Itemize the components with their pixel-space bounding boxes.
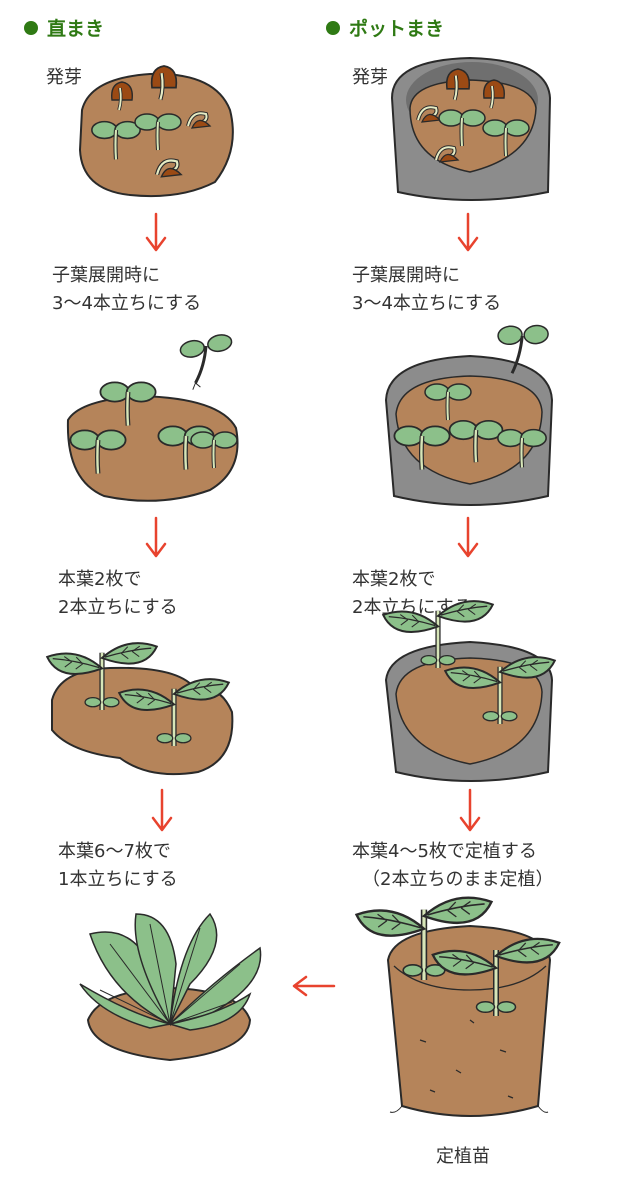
direct-step-4-label: 本葉6〜7枚で 1本立ちにする [58, 838, 178, 894]
pot-cotyledon-illustration [384, 324, 554, 506]
pot-germination-illustration [390, 56, 552, 201]
direct-two-leaf-illustration [47, 637, 234, 776]
direct-step-4-line1: 本葉6〜7枚で [58, 841, 171, 862]
direct-cotyledon-illustration [66, 334, 239, 502]
down-arrow-icon [145, 212, 167, 252]
direct-step-3-line1: 本葉2枚で [58, 569, 142, 590]
down-arrow-icon [145, 516, 167, 558]
pot-step-1-line1: 発芽 [352, 67, 388, 88]
bullet-dot-icon [24, 20, 38, 35]
direct-step-2-label: 子葉展開時に 3〜4本立ちにする [52, 262, 201, 318]
direct-step-1-label: 発芽 [46, 64, 82, 92]
direct-step-2-line1: 子葉展開時に [52, 265, 160, 286]
down-arrow-icon [151, 788, 173, 832]
seedling-caption: 定植苗 [436, 1146, 490, 1167]
down-arrow-icon [457, 516, 479, 558]
pot-step-2-label: 子葉展開時に 3〜4本立ちにする [352, 262, 501, 318]
direct-step-3-line2: 2本立ちにする [58, 597, 178, 618]
pot-two-leaf-illustration [383, 595, 555, 782]
direct-step-2-line2: 3〜4本立ちにする [52, 293, 202, 314]
direct-step-4-line2: 1本立ちにする [58, 869, 178, 890]
pot-transplant-seedling-illustration [356, 890, 559, 1117]
bullet-dot-icon [326, 20, 340, 35]
pot-step-4-label: 本葉4〜5枚で定植する （2本立ちのまま定植） [352, 838, 553, 894]
pot-step-3-line1: 本葉2枚で [352, 569, 436, 590]
down-arrow-icon [457, 212, 479, 252]
pot-step-4-line2: （2本立ちのまま定植） [362, 869, 554, 890]
pot-step-2-line2: 3〜4本立ちにする [352, 293, 502, 314]
direct-germination-illustration [78, 66, 234, 198]
down-arrow-icon [459, 788, 481, 832]
pot-step-2-line1: 子葉展開時に [352, 265, 460, 286]
direct-mature-plant-illustration [79, 912, 262, 1062]
header-pot-label: ポットまき [349, 18, 445, 40]
header-pot-sowing: ポットまき [326, 14, 444, 41]
direct-step-3-label: 本葉2枚で 2本立ちにする [58, 566, 178, 622]
direct-step-1-line1: 発芽 [46, 67, 82, 88]
header-direct-label: 直まき [47, 18, 105, 40]
pot-step-4-line1: 本葉4〜5枚で定植する [352, 841, 537, 862]
header-direct-sowing: 直まき [24, 14, 104, 41]
left-arrow-icon [292, 975, 336, 997]
pot-step-1-label: 発芽 [352, 64, 388, 92]
